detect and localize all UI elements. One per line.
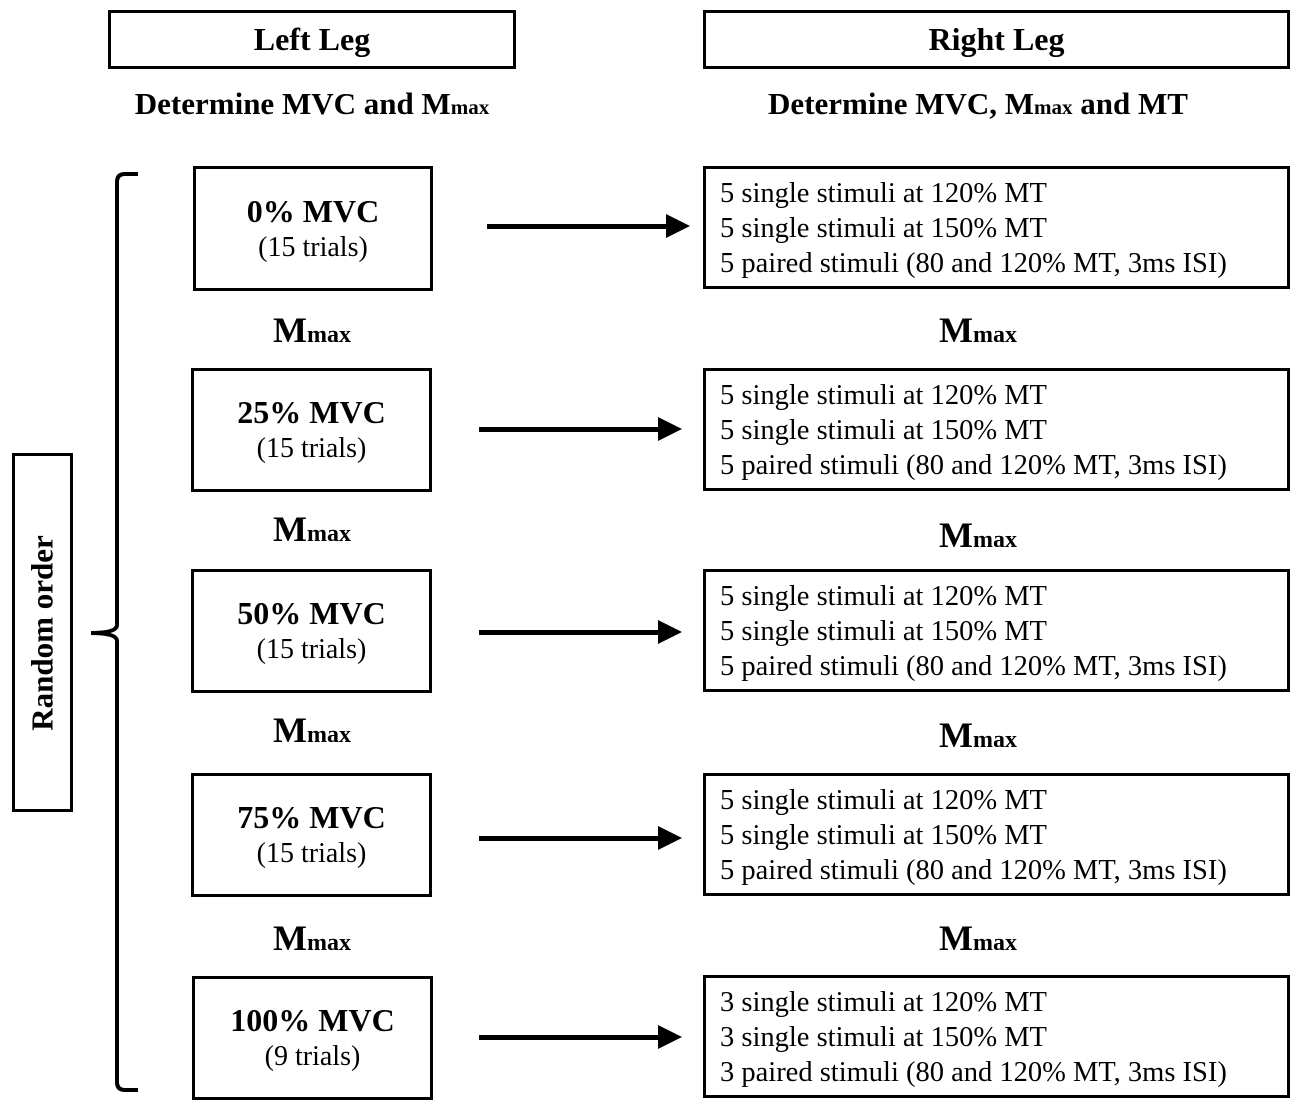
right-leg-header-label: Right Leg: [928, 21, 1065, 57]
random-order-label: Random order: [24, 534, 60, 731]
stimulus-line: 5 paired stimuli (80 and 120% MT, 3ms IS…: [720, 450, 1227, 481]
right-determine-text1: Determine MVC, M: [768, 86, 1035, 121]
mmax-main: M: [273, 710, 307, 750]
stimuli-box: 5 single stimuli at 120% MT 5 single stim…: [703, 368, 1290, 491]
left-leg-header-label: Left Leg: [253, 21, 371, 57]
left-leg-header: Left Leg: [108, 10, 516, 69]
stimuli-box: 5 single stimuli at 120% MT 5 single stim…: [703, 773, 1290, 896]
condition-percent: 25% MVC: [237, 394, 386, 430]
random-order-box: Random order: [12, 453, 73, 812]
mmax-sub: max: [972, 727, 1017, 753]
arrow-head-icon: [666, 214, 690, 238]
condition-box: 75% MVC(15 trials): [191, 773, 432, 897]
stimulus-line: 5 single stimuli at 150% MT: [720, 616, 1047, 647]
mmax-left-label: Mmax: [242, 917, 382, 959]
mmax-main: M: [939, 715, 973, 755]
arrow-line: [479, 836, 662, 841]
arrow-head-icon: [658, 1025, 682, 1049]
mmax-main: M: [939, 515, 973, 555]
stimuli-box: 5 single stimuli at 120% MT 5 single stim…: [703, 166, 1290, 289]
arrow-line: [479, 1035, 662, 1040]
stimuli-box: 3 single stimuli at 120% MT 3 single stim…: [703, 975, 1290, 1098]
arrow-line: [479, 630, 662, 635]
condition-trials: (15 trials): [256, 433, 367, 464]
mmax-right-label: Mmax: [908, 714, 1048, 756]
mmax-sub: max: [306, 521, 351, 547]
stimulus-line: 5 paired stimuli (80 and 120% MT, 3ms IS…: [720, 855, 1227, 886]
condition-percent: 50% MVC: [237, 595, 386, 631]
mmax-right-label: Mmax: [908, 514, 1048, 556]
condition-box: 0% MVC(15 trials): [193, 166, 433, 291]
mmax-sub: max: [306, 722, 351, 748]
condition-box: 25% MVC(15 trials): [191, 368, 432, 492]
mmax-right-label: Mmax: [908, 309, 1048, 351]
right-determine-heading: Determine MVC, Mmax and MT: [703, 86, 1253, 122]
condition-percent: 100% MVC: [230, 1002, 395, 1038]
mmax-left-label: Mmax: [242, 709, 382, 751]
random-order-bracket: [90, 172, 138, 1092]
mmax-right-label: Mmax: [908, 917, 1048, 959]
mmax-main: M: [939, 918, 973, 958]
stimuli-box: 5 single stimuli at 120% MT 5 single stim…: [703, 569, 1290, 692]
arrow-line: [479, 427, 662, 432]
mmax-left-label: Mmax: [242, 508, 382, 550]
condition-trials: (15 trials): [258, 231, 368, 263]
mmax-sub: max: [306, 930, 351, 956]
left-determine-sub: max: [450, 95, 490, 119]
mmax-left-label: Mmax: [242, 309, 382, 351]
mmax-main: M: [273, 310, 307, 350]
stimulus-line: 5 single stimuli at 150% MT: [720, 820, 1047, 851]
left-determine-text: Determine MVC and M: [134, 86, 451, 121]
stimulus-line: 5 single stimuli at 150% MT: [720, 415, 1047, 446]
arrow-head-icon: [658, 620, 682, 644]
condition-box: 50% MVC(15 trials): [191, 569, 432, 693]
arrow-head-icon: [658, 417, 682, 441]
stimulus-line: 3 single stimuli at 120% MT: [720, 987, 1047, 1018]
stimulus-line: 3 paired stimuli (80 and 120% MT, 3ms IS…: [720, 1057, 1227, 1088]
mmax-main: M: [273, 918, 307, 958]
arrow-head-icon: [658, 826, 682, 850]
mmax-main: M: [939, 310, 973, 350]
mmax-sub: max: [972, 322, 1017, 348]
condition-percent: 0% MVC: [246, 192, 380, 229]
stimulus-line: 5 single stimuli at 120% MT: [720, 380, 1047, 411]
stimulus-line: 5 single stimuli at 150% MT: [720, 213, 1047, 244]
condition-trials: (15 trials): [256, 838, 367, 869]
condition-box: 100% MVC(9 trials): [192, 976, 433, 1100]
right-determine-sub: max: [1034, 95, 1073, 119]
stimulus-line: 5 paired stimuli (80 and 120% MT, 3ms IS…: [720, 248, 1227, 279]
stimulus-line: 5 single stimuli at 120% MT: [720, 785, 1047, 816]
mmax-main: M: [273, 509, 307, 549]
stimulus-line: 5 single stimuli at 120% MT: [720, 178, 1047, 209]
condition-trials: (9 trials): [264, 1041, 361, 1072]
arrow-line: [487, 224, 670, 229]
left-determine-heading: Determine MVC and Mmax: [108, 86, 516, 122]
stimulus-line: 5 single stimuli at 120% MT: [720, 581, 1047, 612]
right-determine-text2: and MT: [1072, 86, 1188, 121]
right-leg-header: Right Leg: [703, 10, 1290, 69]
mmax-sub: max: [972, 930, 1017, 956]
mmax-sub: max: [972, 527, 1017, 553]
condition-percent: 75% MVC: [237, 799, 386, 835]
condition-trials: (15 trials): [256, 634, 367, 665]
mmax-sub: max: [306, 322, 351, 348]
stimulus-line: 3 single stimuli at 150% MT: [720, 1022, 1047, 1053]
stimulus-line: 5 paired stimuli (80 and 120% MT, 3ms IS…: [720, 651, 1227, 682]
